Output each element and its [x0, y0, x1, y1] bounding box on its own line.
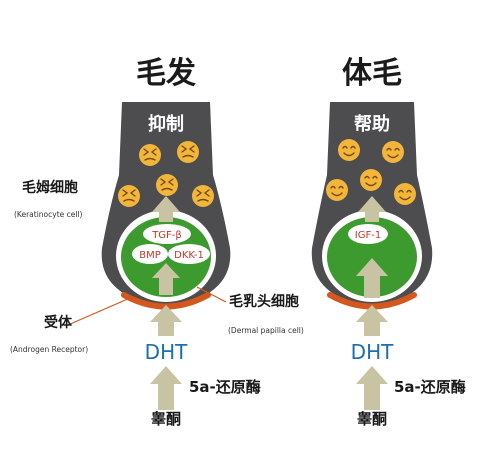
right-up-arrow-bottom: [356, 366, 388, 410]
left-up-arrow-mid: [152, 263, 180, 295]
papilla-label-en: (Dermal papilla cell): [228, 326, 304, 335]
left-enzyme-label: 5a-还原酶: [189, 378, 261, 396]
smiling-face-icon: [381, 140, 405, 164]
left-dht: DHT: [145, 340, 188, 364]
smiling-face-icon: [393, 182, 417, 206]
left-factor-tgf: TGF-β: [151, 230, 182, 241]
right-up-arrow-top: [358, 196, 386, 222]
smiling-face-icon: [337, 138, 361, 162]
left-title: 毛发: [136, 56, 196, 91]
annotations: 毛姆细胞 (Keratinocyte cell) 毛乳头细胞 (Dermal p…: [10, 179, 304, 354]
angry-face-icon: [155, 173, 179, 197]
angry-face-icon: [138, 143, 162, 167]
angry-face-icon: [191, 184, 215, 208]
left-factor-oval: [143, 224, 191, 244]
left-panel: 毛发 抑制 TGF-β BMP DKK-1 DHT 5a: [101, 56, 261, 428]
right-enzyme-label: 5a-还原酶: [394, 378, 466, 396]
receptor-label-en: (Androgen Receptor): [10, 345, 88, 354]
right-title: 体毛: [342, 56, 402, 91]
right-factor-igf: IGF-1: [355, 230, 381, 241]
right-factor-oval: [348, 224, 388, 244]
right-panel: 体毛 帮助 IGF-1 DHT 5a-还原酶 睾酮: [311, 56, 466, 428]
papilla-pointer-line: [196, 286, 227, 303]
right-up-arrow-receptor: [356, 305, 388, 336]
left-source: 睾酮: [151, 410, 181, 428]
receptor-pointer-line: [67, 297, 131, 326]
left-action-label: 抑制: [148, 114, 184, 135]
keratinocyte-label-en: (Keratinocyte cell): [14, 210, 83, 219]
left-factor-oval: [132, 244, 168, 264]
left-up-arrow-top: [152, 196, 180, 222]
papilla-label: 毛乳头细胞: [229, 293, 299, 310]
left-factor-oval: [168, 244, 210, 264]
smiling-face-icon: [325, 178, 349, 202]
receptor-label: 受体: [44, 314, 73, 331]
left-up-arrow-receptor: [150, 305, 182, 336]
left-up-arrow-bottom: [150, 366, 182, 410]
right-source: 睾酮: [357, 410, 387, 428]
left-factor-dkk: DKK-1: [174, 250, 204, 261]
right-up-arrow-mid: [356, 258, 388, 298]
right-dht: DHT: [351, 340, 394, 364]
left-factor-bmp: BMP: [139, 250, 161, 261]
keratinocyte-label: 毛姆细胞: [22, 179, 78, 196]
angry-face-icon: [117, 184, 141, 208]
right-action-label: 帮助: [354, 113, 390, 135]
smiling-face-icon: [359, 168, 383, 192]
angry-face-icon: [176, 140, 200, 164]
